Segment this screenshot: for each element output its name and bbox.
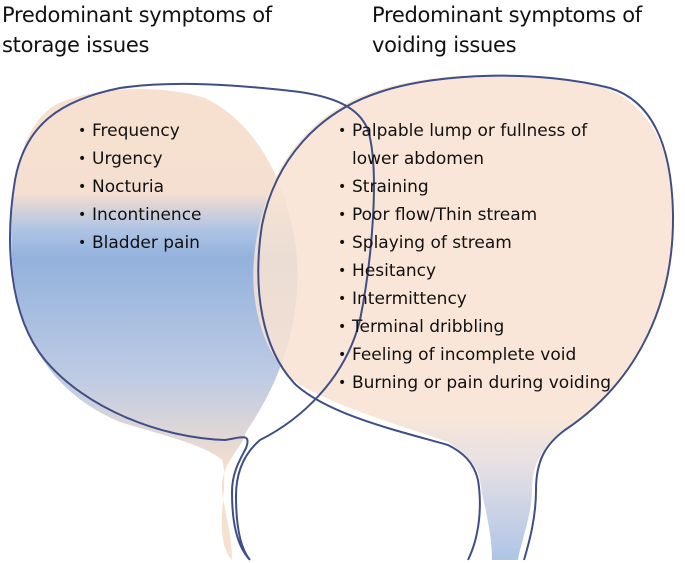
list-item: Poor flow/Thin stream — [338, 201, 638, 229]
voiding-outline — [257, 74, 675, 561]
voiding-heading-line1: Predominant symptoms of — [372, 3, 642, 27]
storage-heading-line2: storage issues — [2, 33, 150, 57]
list-item: Nocturia — [78, 173, 202, 201]
list-item: Frequency — [78, 117, 202, 145]
voiding-heading: Predominant symptoms of voiding issues — [372, 0, 642, 60]
list-item: Incontinence — [78, 201, 202, 229]
list-item: Feeling of incomplete void — [338, 341, 638, 369]
list-item: Hesitancy — [338, 257, 638, 285]
storage-heading: Predominant symptoms of storage issues — [2, 0, 272, 60]
storage-symptom-list: Frequency Urgency Nocturia Incontinence … — [78, 117, 202, 257]
storage-heading-line1: Predominant symptoms of — [2, 3, 272, 27]
list-item: Burning or pain during voiding — [338, 369, 638, 397]
list-item: Splaying of stream — [338, 229, 638, 257]
list-item: Straining — [338, 173, 638, 201]
list-item: Intermittency — [338, 285, 638, 313]
voiding-heading-line2: voiding issues — [372, 33, 517, 57]
list-item: Terminal dribbling — [338, 313, 638, 341]
list-item: Urgency — [78, 145, 202, 173]
voiding-symptom-list: Palpable lump or fullness of lower abdom… — [338, 117, 638, 397]
storage-outline — [9, 82, 375, 561]
list-item: Bladder pain — [78, 229, 202, 257]
list-item: Palpable lump or fullness of lower abdom… — [338, 117, 638, 173]
